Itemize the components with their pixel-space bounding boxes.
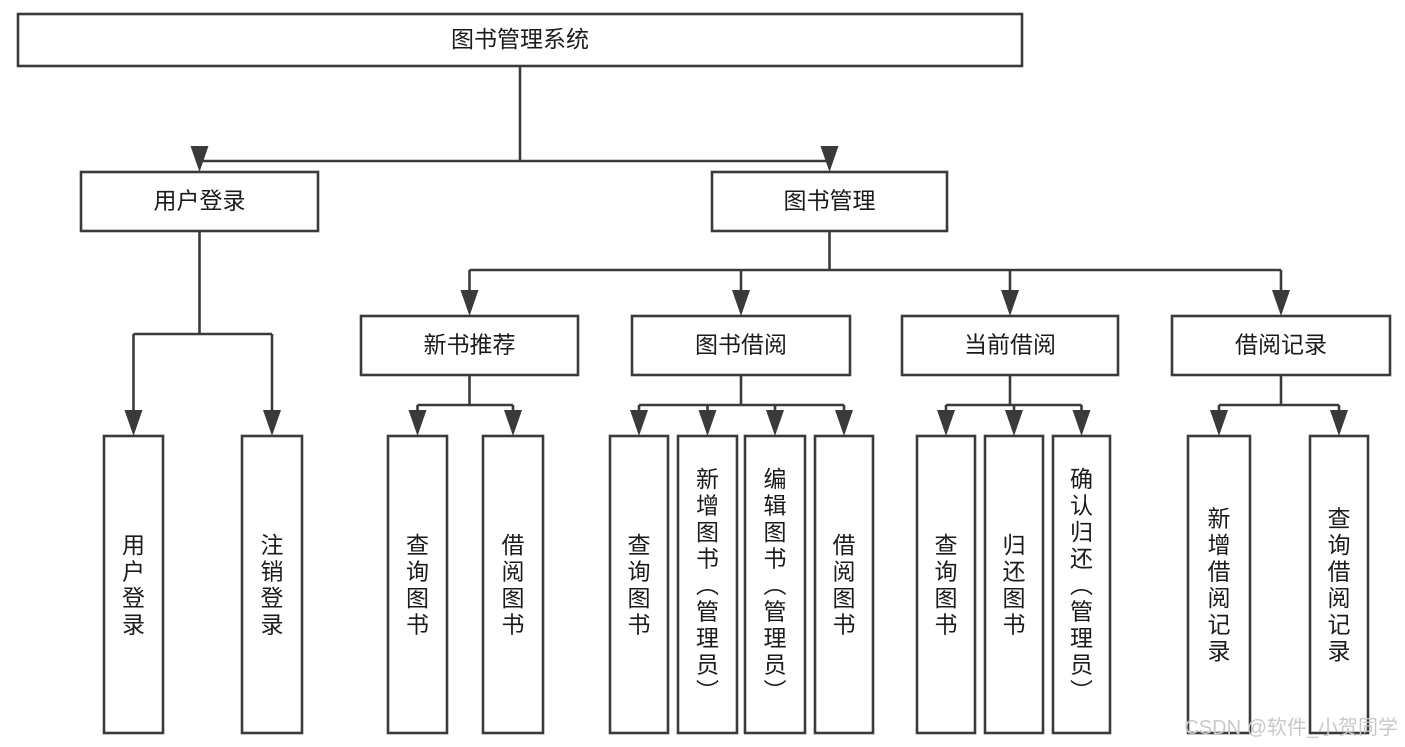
node-leaf-add-borrow-record[interactable]: 新增借阅记录: [1186, 434, 1252, 735]
connector-group-user-login: [124, 231, 281, 436]
node-book-manage[interactable]: 图书管理: [710, 170, 949, 233]
node-label: 归还图书: [1003, 532, 1026, 638]
arrow-head-icon: [1001, 290, 1019, 316]
arrow-head-icon: [190, 146, 209, 172]
node-leaf-edit-book[interactable]: 编辑图书︵管理员︶: [743, 434, 807, 735]
node-box[interactable]: [915, 434, 977, 735]
node-new-book-recommend[interactable]: 新书推荐: [359, 314, 580, 377]
arrow-head-icon: [460, 290, 479, 316]
node-box[interactable]: [1186, 434, 1252, 735]
connector-group-current-borrow: [937, 375, 1091, 436]
arrow-head-icon: [1005, 410, 1023, 436]
node-label: 借阅图书: [833, 532, 856, 638]
node-leaf-borrow-book-1[interactable]: 借阅图书: [481, 434, 545, 735]
connector-layer: [124, 66, 1348, 436]
node-label: 当前借阅: [964, 332, 1056, 358]
node-label: 查询借阅记录: [1328, 506, 1351, 665]
connector-group-book-borrow: [630, 375, 853, 436]
arrow-head-icon: [630, 410, 648, 436]
node-box[interactable]: [481, 434, 545, 735]
node-leaf-borrow-book-2[interactable]: 借阅图书: [813, 434, 875, 735]
arrow-head-icon: [124, 410, 143, 436]
node-box[interactable]: [359, 314, 580, 377]
node-borrow-record[interactable]: 借阅记录: [1170, 314, 1392, 377]
arrow-head-icon: [1272, 290, 1290, 316]
node-label: 借阅记录: [1235, 332, 1327, 358]
arrow-head-icon: [820, 146, 839, 172]
node-leaf-query-book-3[interactable]: 查询图书: [915, 434, 977, 735]
node-leaf-user-login[interactable]: 用户登录: [102, 434, 165, 735]
node-label: 用户登录: [154, 188, 246, 214]
node-current-borrow[interactable]: 当前借阅: [900, 314, 1120, 377]
node-label: 编辑图书︵管理员︶: [764, 466, 787, 704]
node-label: 查询图书: [406, 532, 429, 638]
node-box[interactable]: [386, 434, 449, 735]
node-box[interactable]: [813, 434, 875, 735]
arrow-head-icon: [1072, 410, 1091, 436]
node-box[interactable]: [743, 434, 807, 735]
node-box[interactable]: [900, 314, 1120, 377]
arrow-head-icon: [1210, 410, 1228, 436]
arrow-head-icon: [504, 410, 522, 436]
node-box[interactable]: [1170, 314, 1392, 377]
node-label: 新增图书︵管理员︶: [696, 466, 719, 704]
connector-group-root: [190, 66, 839, 172]
node-box[interactable]: [983, 434, 1045, 735]
node-box[interactable]: [608, 434, 670, 735]
arrow-head-icon: [766, 410, 784, 436]
node-label: 注销登录: [261, 532, 284, 638]
arrow-head-icon: [937, 410, 955, 436]
node-label: 查询图书: [935, 532, 958, 638]
node-leaf-add-book[interactable]: 新增图书︵管理员︶: [676, 434, 739, 735]
node-user-login[interactable]: 用户登录: [79, 170, 320, 233]
arrow-head-icon: [732, 290, 750, 316]
node-box[interactable]: [676, 434, 739, 735]
connector-group-new-book-recommend: [408, 375, 522, 436]
node-label: 借阅图书: [502, 532, 525, 638]
node-label: 查询图书: [628, 532, 651, 638]
arrow-head-icon: [835, 410, 853, 436]
node-leaf-query-book-2[interactable]: 查询图书: [608, 434, 670, 735]
node-box[interactable]: [1051, 434, 1112, 735]
arrow-head-icon: [1330, 410, 1348, 436]
node-label: 图书管理: [784, 188, 876, 214]
node-box[interactable]: [102, 434, 165, 735]
arrow-head-icon: [408, 410, 427, 436]
node-box[interactable]: [79, 170, 320, 233]
node-box[interactable]: [16, 12, 1024, 68]
node-leaf-return-book[interactable]: 归还图书: [983, 434, 1045, 735]
node-box[interactable]: [240, 434, 304, 735]
arrow-head-icon: [263, 410, 281, 436]
node-label: 新书推荐: [424, 332, 516, 358]
connector-group-book-manage: [460, 231, 1290, 316]
node-root[interactable]: 图书管理系统: [16, 12, 1024, 68]
node-leaf-user-logout[interactable]: 注销登录: [240, 434, 304, 735]
node-label: 用户登录: [122, 532, 145, 638]
node-leaf-query-borrow-record[interactable]: 查询借阅记录: [1308, 434, 1370, 735]
node-leaf-confirm-return[interactable]: 确认归还︵管理员︶: [1051, 434, 1112, 735]
connector-group-borrow-record: [1210, 375, 1348, 436]
watermark-label: CSDN @软件_小贺同学: [1184, 716, 1398, 739]
node-book-borrow[interactable]: 图书借阅: [630, 314, 852, 377]
node-label: 新增借阅记录: [1208, 506, 1231, 665]
node-label: 图书管理系统: [451, 26, 589, 52]
node-box[interactable]: [630, 314, 852, 377]
node-box[interactable]: [710, 170, 949, 233]
node-leaf-query-book-1[interactable]: 查询图书: [386, 434, 449, 735]
node-box[interactable]: [1308, 434, 1370, 735]
node-label: 图书借阅: [695, 332, 787, 358]
node-layer: 图书管理系统用户登录图书管理新书推荐图书借阅当前借阅借阅记录用户登录注销登录查询…: [16, 12, 1392, 735]
node-label: 确认归还︵管理员︶: [1070, 466, 1093, 704]
arrow-head-icon: [698, 410, 717, 436]
